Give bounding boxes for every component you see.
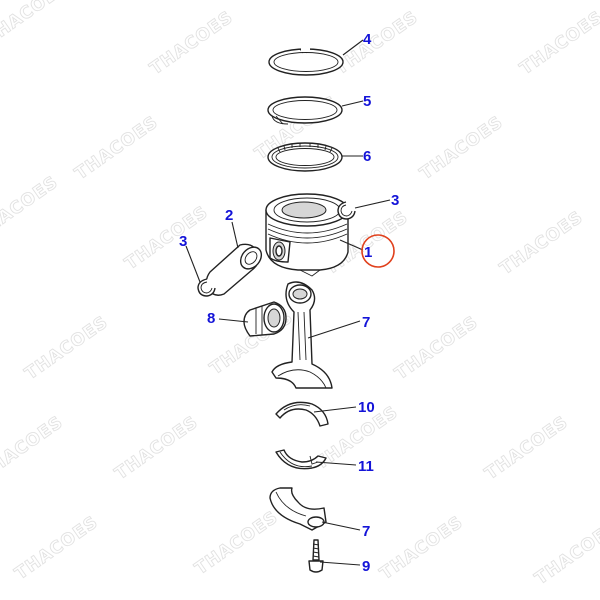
highlight-ring xyxy=(361,234,395,268)
callout-ring-top: 4 xyxy=(363,31,372,48)
piston-ring-second xyxy=(267,96,343,125)
bearing-shell-upper xyxy=(275,401,329,427)
piston-ring-top xyxy=(268,47,344,76)
callout-snap-ring-right: 3 xyxy=(391,192,399,209)
watermark: THACOES xyxy=(146,7,237,79)
watermark: THACOES xyxy=(311,402,402,474)
connecting-rod-cap xyxy=(269,487,327,531)
watermark: THACOES xyxy=(0,172,62,244)
watermark: THACOES xyxy=(496,207,587,279)
watermark: THACOES xyxy=(21,312,112,384)
piston-pin xyxy=(205,243,263,296)
callout-labels: 4 5 6 3 1 2 3 8 7 10 11 7 9 xyxy=(179,31,399,575)
callout-rod-cap: 7 xyxy=(362,523,370,540)
callout-snap-ring-left: 3 xyxy=(179,233,187,250)
callout-piston: 1 xyxy=(364,244,372,261)
watermark: THACOES xyxy=(11,512,102,584)
callout-connecting-rod: 7 xyxy=(362,314,370,331)
connecting-rod xyxy=(271,281,333,389)
callout-bearing-lower: 11 xyxy=(358,458,374,475)
callout-bearing-upper: 10 xyxy=(358,399,375,416)
watermark: THACOES xyxy=(121,202,212,274)
piston xyxy=(265,193,349,277)
watermark: THACOES xyxy=(481,412,572,484)
watermark: THACOES xyxy=(516,7,600,79)
watermark: THACOES xyxy=(0,0,72,49)
callout-bushing: 8 xyxy=(207,310,215,327)
watermark: THACOES xyxy=(111,412,202,484)
callout-ring-second: 5 xyxy=(363,93,371,110)
snap-ring-right xyxy=(337,201,356,220)
piston-ring-oil xyxy=(267,142,343,172)
watermark: THACOES xyxy=(531,517,600,589)
watermark: THACOES xyxy=(391,312,482,384)
watermark: THACOES xyxy=(416,112,507,184)
callout-bolt: 9 xyxy=(362,558,370,575)
watermark: THACOES xyxy=(191,507,282,579)
callout-ring-oil: 6 xyxy=(363,148,371,165)
small-end-bushing xyxy=(243,301,287,337)
leader-lines xyxy=(185,39,391,566)
callout-piston-pin: 2 xyxy=(225,207,233,224)
watermark: THACOES xyxy=(331,7,422,79)
watermark: THACOES xyxy=(0,412,67,484)
snap-ring-left xyxy=(197,278,216,297)
watermark: THACOES xyxy=(376,512,467,584)
connecting-rod-bolt xyxy=(308,539,324,573)
bearing-shell-lower xyxy=(275,449,327,470)
watermark: THACOES xyxy=(71,112,162,184)
